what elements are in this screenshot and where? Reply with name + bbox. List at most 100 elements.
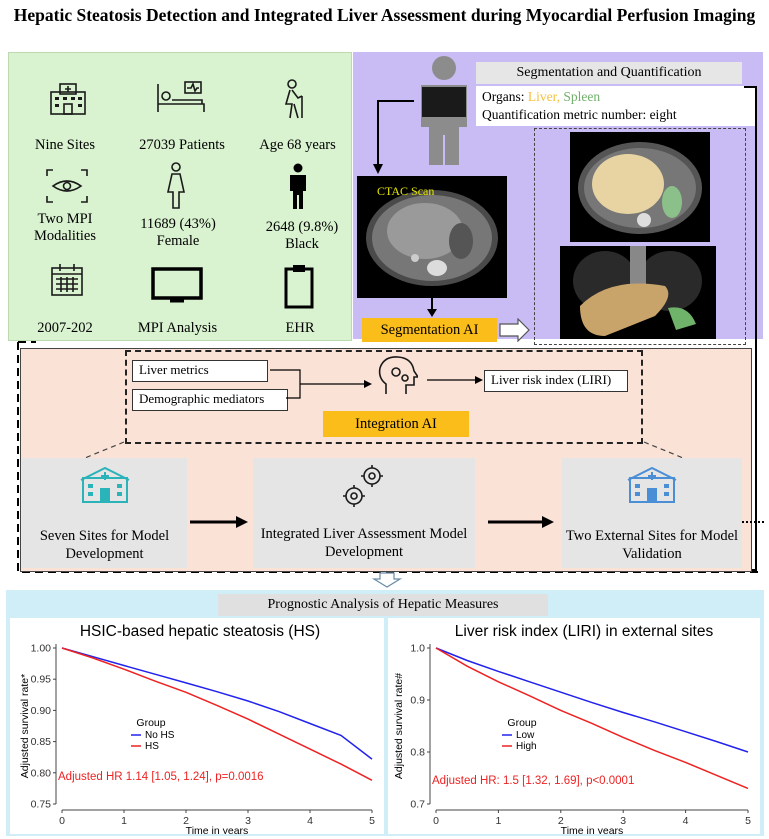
- chart-title: Liver risk index (LIRI) in external site…: [455, 623, 714, 640]
- segmentation-header: Segmentation and Quantification: [476, 62, 742, 84]
- segmentation-ai-label: Segmentation AI: [362, 318, 497, 342]
- dev-sites-label: Seven Sites for Model Development: [39, 528, 170, 562]
- hr-annotation: Adjusted HR: 1.5 [1.32, 1.69], p<0.0001: [432, 775, 634, 787]
- arrow-to-scan: [373, 100, 414, 174]
- eye-scan-icon: [46, 169, 88, 203]
- x-axis-label: Time in years: [561, 825, 624, 834]
- integration-ai-label: Integration AI: [323, 411, 469, 437]
- dev-sites-box: Seven Sites for Model Development: [22, 458, 187, 568]
- x-tick-label: 2: [558, 815, 564, 827]
- x-tick-label: 1: [495, 815, 501, 827]
- hollow-arrow-right: [499, 318, 530, 342]
- spleen-label: Spleen: [563, 89, 601, 104]
- ctac-scan-image: CTAC Scan: [357, 176, 507, 298]
- mpi-stat: MPI Analysis: [137, 320, 218, 336]
- x-tick-label: 4: [307, 815, 313, 827]
- liver-metrics-box: Liver metrics: [132, 360, 268, 382]
- hospital-icon: [50, 83, 86, 115]
- clipboard-icon: [284, 265, 314, 309]
- arrow-dev-to-model: [190, 516, 248, 528]
- legend-entry: No HS: [145, 730, 175, 741]
- y-axis-label: Adjusted survival rate#: [393, 673, 405, 779]
- x-axis-label: Time in years: [186, 825, 249, 834]
- axial-segmentation-image: [570, 132, 710, 242]
- y-tick-label: 0.90: [31, 705, 52, 717]
- patients-stat: 27039 Patients: [139, 137, 225, 153]
- merge-arrows: [270, 369, 372, 399]
- female-stat: 11689 (43%) Female: [140, 216, 216, 249]
- legend-title: Group: [507, 717, 536, 729]
- y-tick-label: 1.0: [410, 643, 425, 655]
- chart-title: HSIC-based hepatic steatosis (HS): [80, 623, 320, 640]
- hollow-arrow-down: [372, 572, 402, 588]
- hr-annotation: Adjusted HR 1.14 [1.05, 1.24], p=0.0016: [58, 771, 264, 783]
- calendar-icon: [51, 264, 83, 296]
- arrow-down-scan: [427, 297, 437, 317]
- legend-entry: HS: [145, 741, 159, 752]
- y-axis-label: Adjusted survival rate*: [19, 674, 31, 778]
- x-tick-label: 1: [121, 815, 127, 827]
- legend-title: Group: [136, 717, 165, 729]
- organs-label: Organs:: [482, 89, 525, 104]
- y-tick-label: 0.80: [31, 767, 52, 779]
- y-tick-label: 0.75: [31, 799, 52, 811]
- arrow-model-to-validation: [488, 516, 554, 528]
- demographic-box: Demographic mediators: [132, 389, 288, 411]
- years-stat: 2007-202: [37, 320, 93, 336]
- organs-box: Organs: Liver, Spleen Quantification met…: [476, 86, 756, 126]
- person-silhouette: [421, 56, 467, 165]
- integration-box: [125, 350, 643, 444]
- legend-entry: Low: [516, 730, 535, 741]
- x-tick-label: 2: [183, 815, 189, 827]
- modalities-stat: Two MPI Modalities: [33, 211, 97, 244]
- y-tick-label: 0.7: [410, 799, 425, 811]
- series-line-high: [435, 647, 749, 790]
- y-tick-label: 1.00: [31, 643, 52, 655]
- x-tick-label: 5: [745, 815, 751, 827]
- legend-entry: High: [516, 741, 537, 752]
- model-dev-label: Integrated Liver Assessment Model Develo…: [260, 526, 468, 560]
- metric-text: Quantification metric number: eight: [482, 107, 677, 122]
- patient-bed-icon: [157, 81, 205, 112]
- validation-label: Two External Sites for Model Validation: [565, 528, 739, 562]
- model-dev-box: Integrated Liver Assessment Model Develo…: [253, 458, 475, 568]
- male-figure-icon: [290, 163, 306, 209]
- ehr-stat: EHR: [285, 320, 315, 336]
- prognostic-header: Prognostic Analysis of Hepatic Measures: [218, 594, 548, 616]
- arrow-to-liri: [427, 376, 483, 384]
- segmentation-output-box: [534, 128, 746, 345]
- coronal-segmentation-image: [560, 246, 716, 339]
- monitor-icon: [151, 267, 203, 303]
- x-tick-label: 4: [683, 815, 689, 827]
- black-stat: 2648 (9.8%) Black: [265, 219, 339, 252]
- elderly-person-icon: [284, 79, 303, 119]
- brain-gear-icon: [378, 356, 418, 394]
- age-stat: Age 68 years: [259, 137, 336, 153]
- series-line-no-hs: [61, 647, 373, 760]
- x-tick-label: 3: [245, 815, 251, 827]
- y-tick-label: 0.9: [410, 695, 425, 707]
- funnel-dashes: [80, 441, 689, 461]
- y-tick-label: 0.85: [31, 736, 52, 748]
- liri-box: Liver risk index (LIRI): [484, 370, 628, 392]
- km-plot-liri: Liver risk index (LIRI) in external site…: [388, 618, 760, 837]
- y-tick-label: 0.8: [410, 747, 425, 759]
- validation-box: Two External Sites for Model Validation: [562, 458, 742, 568]
- female-icon: [167, 162, 185, 209]
- y-tick-label: 0.95: [31, 674, 52, 686]
- hospital-teal-icon: [80, 466, 129, 503]
- liver-label: Liver,: [527, 89, 560, 104]
- x-tick-label: 0: [59, 815, 65, 827]
- figure-title: Hepatic Steatosis Detection and Integrat…: [13, 5, 756, 25]
- x-tick-label: 0: [433, 815, 439, 827]
- ctac-scan-label: CTAC Scan: [377, 184, 435, 198]
- dashed-frame: [17, 341, 758, 573]
- dotted-continuation: [742, 521, 764, 523]
- series-line-hs: [61, 647, 373, 781]
- x-tick-label: 5: [369, 815, 375, 827]
- hospital-blue-icon: [627, 466, 677, 503]
- series-line-low: [435, 647, 749, 753]
- km-plot-hs: HSIC-based hepatic steatosis (HS) 0.75 0.8…: [10, 618, 384, 837]
- gears-icon: [343, 465, 383, 507]
- x-tick-label: 3: [620, 815, 626, 827]
